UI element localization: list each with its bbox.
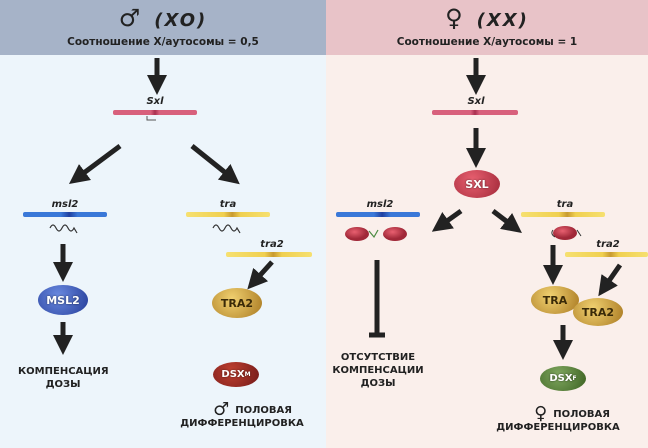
outcome-male-sex-differentiation: ♂ ПОЛОВАЯ ДИФФЕРЕНЦИРОВКА (172, 401, 312, 430)
outcome-dosage-line2: ДОЗЫ (45, 379, 81, 390)
dsx-f-sup: F (572, 375, 577, 382)
arrow-sxl-to-msl2-female (431, 208, 463, 232)
male-karyotype: (XO) (154, 10, 208, 31)
tra-protein-female: TRA (531, 286, 579, 314)
male-ratio: Соотношение X/аутосомы = 0,5 (67, 36, 259, 48)
male-outcome-line2: ДИФФЕРЕНЦИРОВКА (180, 418, 304, 429)
arrow-sxl-to-tra-male (190, 144, 240, 185)
male-header: ♂ (XO) Соотношение X/аутосомы = 0,5 (0, 0, 326, 55)
outcome-female-sex-differentiation: ♀ ПОЛОВАЯ ДИФФЕРЕНЦИРОВКА (488, 405, 628, 434)
female-panel: ♀ (XX) Соотношение X/аутосомы = 1 (326, 0, 648, 448)
msl2-gene-male (23, 212, 107, 217)
female-karyotype: (XX) (476, 10, 529, 31)
female-outcome-line1: ПОЛОВАЯ (553, 409, 610, 420)
tra2-protein-male: TRA2 (212, 288, 262, 318)
female-header: ♀ (XX) Соотношение X/аутосомы = 1 (326, 0, 648, 55)
tra-gene-female (521, 212, 605, 217)
outcome-no-dosage-line1: ОТСУТСТВИЕ (340, 352, 416, 363)
sxl-bound-tra (553, 226, 577, 240)
msl2-gene-label-male: msl2 (51, 199, 79, 210)
sxl-gene-label-male: Sxl (146, 96, 164, 107)
tra-gene-label-male: tra (219, 199, 237, 210)
sxl-gene-female (432, 110, 518, 115)
sxl-gene-label-female: Sxl (467, 96, 485, 107)
msl2-protein: MSL2 (38, 285, 88, 315)
outcome-no-dosage-compensation: ОТСУТСТВИЕ КОМПЕНСАЦИИ ДОЗЫ (332, 351, 424, 390)
sxl-promoter-icon (146, 116, 156, 121)
outcome-dosage-line1: КОМПЕНСАЦИЯ (18, 366, 109, 377)
female-symbol-icon: ♀ (445, 4, 463, 32)
msl2-gene-label-female: msl2 (366, 199, 394, 210)
tra2-gene-male (226, 252, 312, 257)
sxl-bound-msl2-right (383, 227, 407, 241)
male-outcome-symbol-icon: ♂ (213, 399, 230, 420)
dsx-m-sup: M (244, 371, 251, 378)
sxl-bound-msl2-left (345, 227, 369, 241)
dsx-f-label: DSX (549, 373, 573, 384)
outcome-no-dosage-line2: КОМПЕНСАЦИИ (332, 365, 424, 376)
male-symbol-icon: ♂ (118, 4, 141, 32)
tra2-gene-female (565, 252, 648, 257)
tra2-protein-female: TRA2 (573, 298, 623, 326)
sxl-gene-male (113, 110, 197, 115)
female-outcome-symbol-icon: ♀ (534, 403, 548, 424)
male-title: ♂ (XO) (0, 4, 326, 32)
sxl-protein: SXL (454, 170, 500, 198)
tra-gene-male (186, 212, 270, 217)
arrow-tra2-to-protein-male (247, 260, 274, 290)
arrow-tra2-to-protein-female (598, 263, 623, 297)
msl2-gene-female (336, 212, 420, 217)
tra2-gene-label-female: tra2 (596, 239, 620, 250)
male-outcome-line1: ПОЛОВАЯ (235, 405, 292, 416)
arrow-sxl-to-tra-female (491, 209, 522, 234)
msl2-transcript-icon (49, 224, 78, 234)
female-title: ♀ (XX) (326, 4, 648, 32)
female-ratio: Соотношение X/аутосомы = 1 (396, 36, 578, 48)
tra-transcript-icon-male (212, 224, 241, 234)
outcome-no-dosage-line3: ДОЗЫ (360, 378, 396, 389)
male-panel: ♂ (XO) Соотношение X/аутосомы = 0,5 (0, 0, 326, 55)
tra2-gene-label-male: tra2 (260, 239, 284, 250)
dsx-m-label: DSX (221, 369, 245, 380)
female-outcome-line2: ДИФФЕРЕНЦИРОВКА (496, 422, 620, 433)
arrow-sxl-to-msl2-male (68, 143, 122, 184)
outcome-dosage-compensation: КОМПЕНСАЦИЯ ДОЗЫ (18, 365, 109, 391)
tra-gene-label-female: tra (556, 199, 574, 210)
